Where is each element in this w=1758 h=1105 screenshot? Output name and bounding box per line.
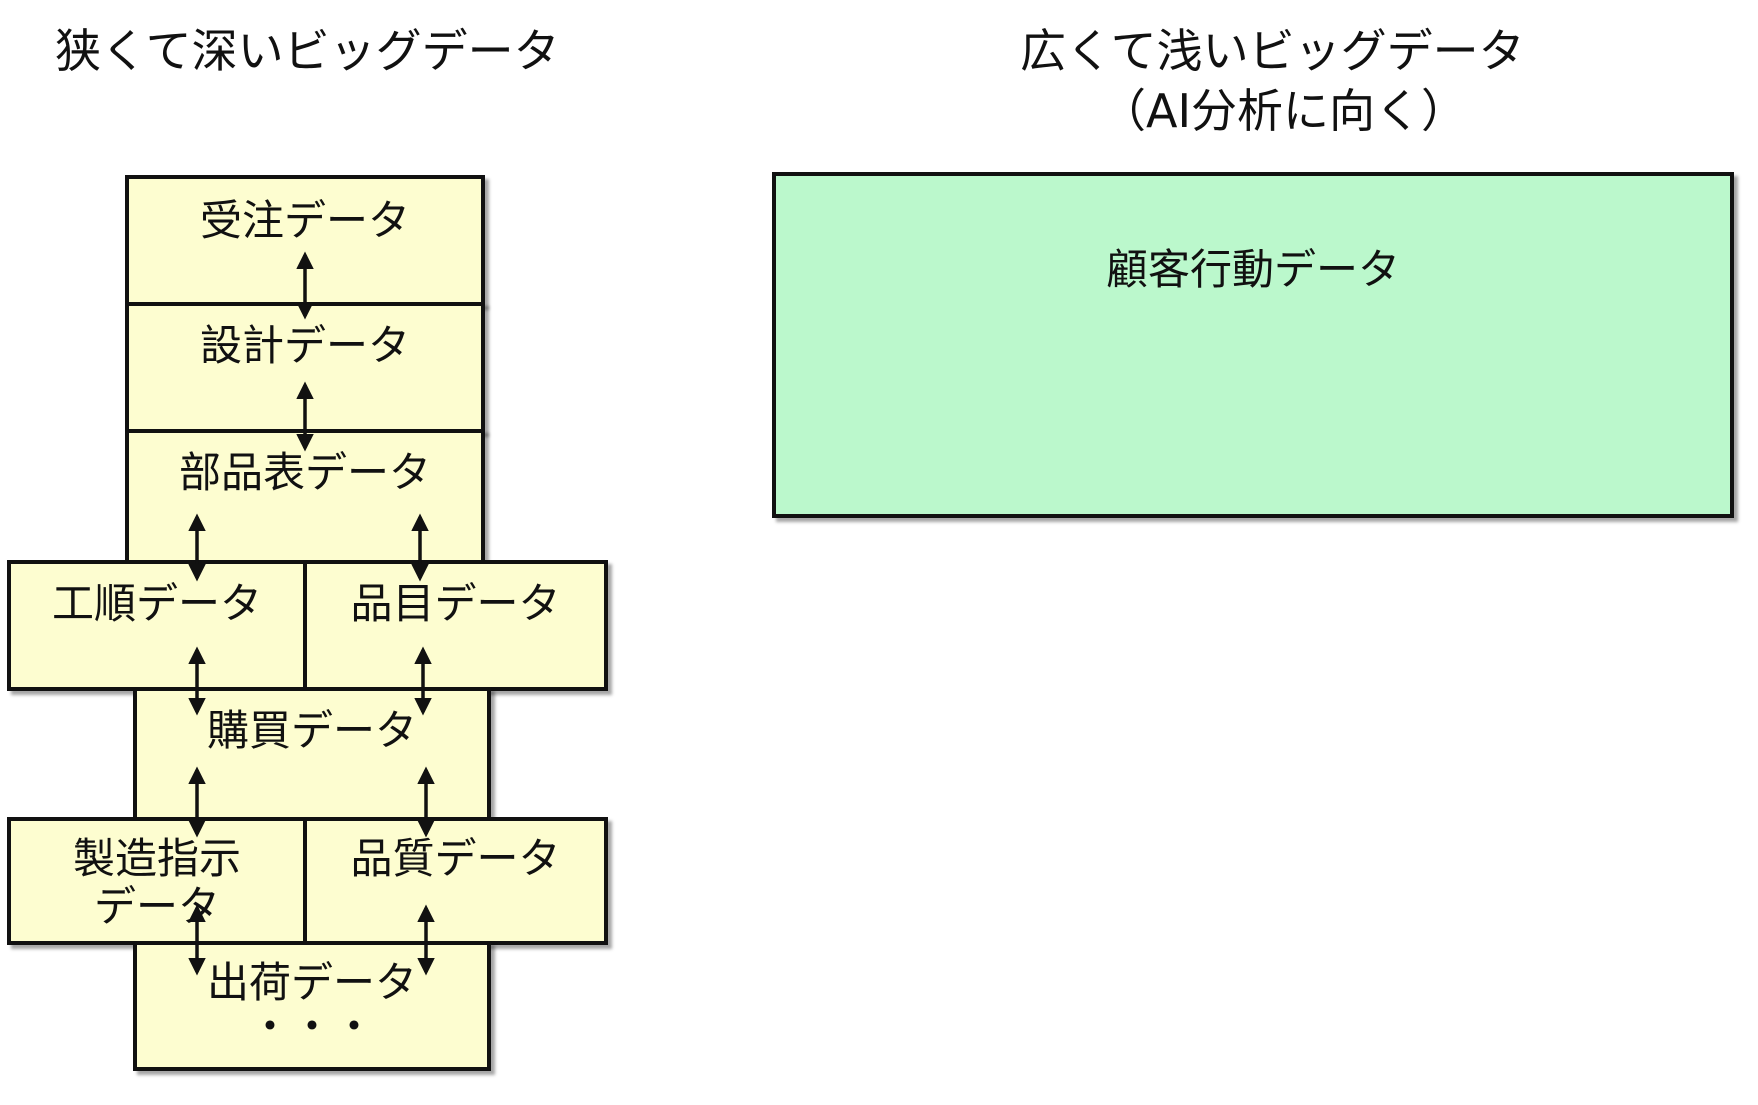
label-quality: 品質データ bbox=[350, 834, 561, 883]
left-title: 狭くて深いビッグデータ bbox=[55, 24, 560, 78]
box-item: 品目データ bbox=[303, 560, 608, 691]
box-design: 設計データ bbox=[125, 302, 485, 433]
right-title-line2: （AI分析に向く） bbox=[1100, 84, 1468, 138]
box-shipping: 出荷データ ・・・ bbox=[133, 941, 491, 1071]
label-routing: 工順データ bbox=[51, 579, 262, 628]
right-title-line1: 広くて浅いビッグデータ bbox=[1020, 24, 1525, 78]
label-design: 設計データ bbox=[199, 321, 410, 370]
label-bom: 部品表データ bbox=[178, 448, 431, 497]
label-ellipsis: ・・・ bbox=[248, 1002, 375, 1051]
label-item: 品目データ bbox=[350, 579, 561, 628]
box-order: 受注データ bbox=[125, 175, 485, 306]
label-customer-behavior: 顧客行動データ bbox=[1105, 245, 1400, 294]
label-shipping: 出荷データ bbox=[206, 958, 417, 1007]
label-purchase: 購買データ bbox=[206, 706, 417, 755]
box-quality: 品質データ bbox=[303, 817, 608, 945]
customer-behavior-box: 顧客行動データ bbox=[772, 172, 1734, 518]
label-mfg-instruction-1: 製造指示 bbox=[72, 834, 241, 883]
label-order: 受注データ bbox=[199, 196, 410, 245]
box-purchase: 購買データ bbox=[133, 687, 491, 821]
box-mfg-instruction: 製造指示 データ bbox=[7, 817, 307, 945]
box-routing: 工順データ bbox=[7, 560, 307, 691]
label-mfg-instruction-2: データ bbox=[93, 882, 220, 931]
box-bom: 部品表データ bbox=[125, 429, 485, 564]
